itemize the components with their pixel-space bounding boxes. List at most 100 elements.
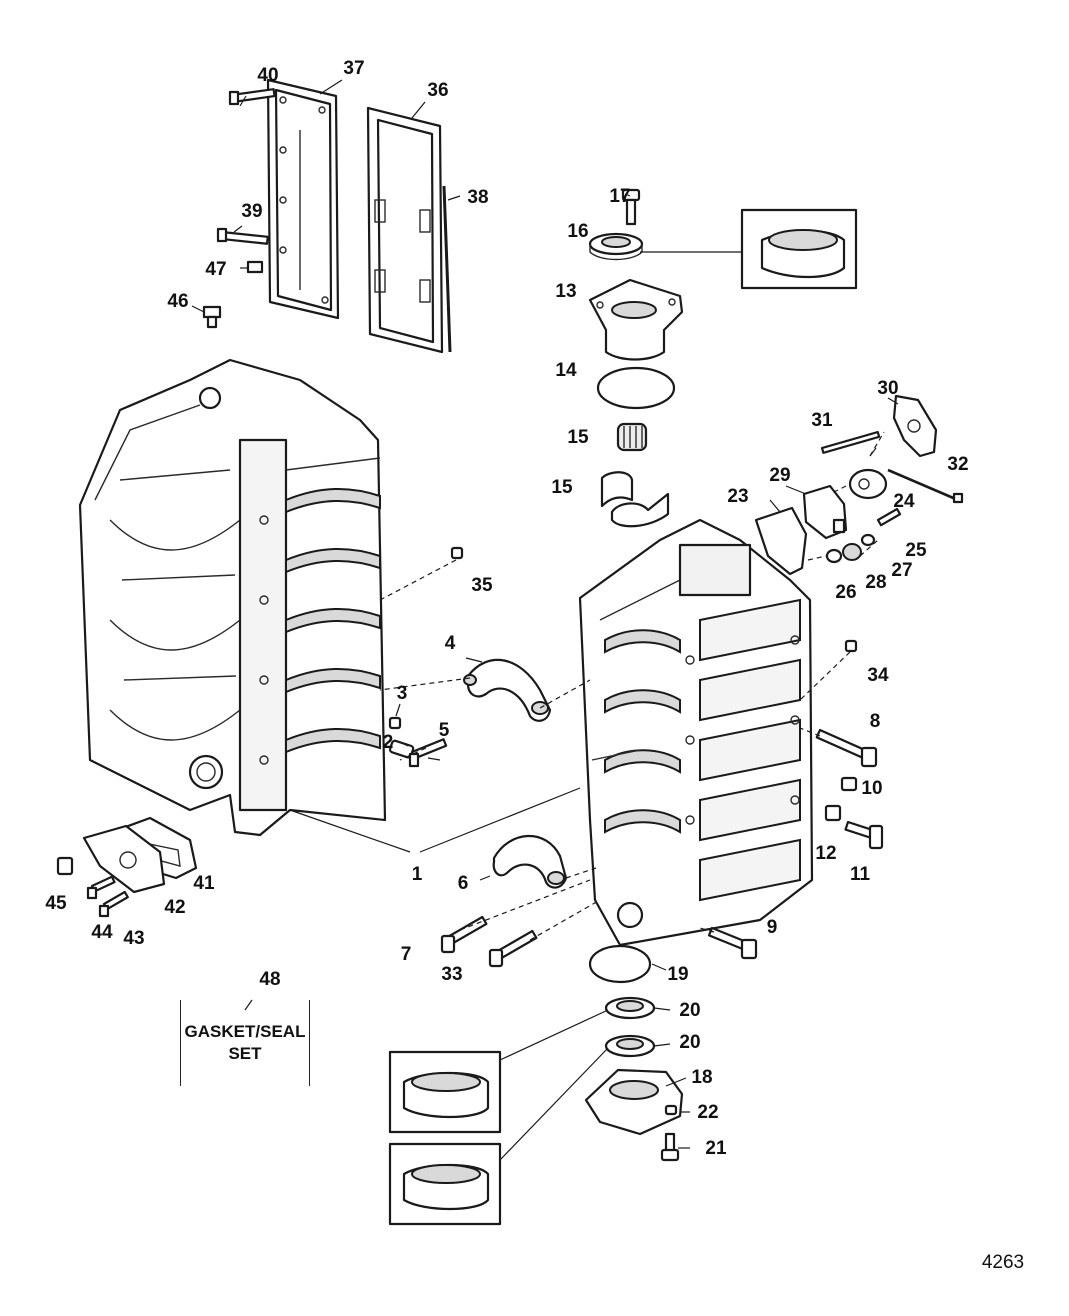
- callout-15a: 15: [567, 427, 589, 448]
- callout-19: 19: [667, 964, 688, 985]
- o-ring-19: [588, 944, 652, 984]
- seal-20-upper: [604, 996, 656, 1020]
- callout-4: 4: [445, 633, 456, 654]
- seal-20-lower: [604, 1034, 656, 1058]
- callout-36: 36: [427, 80, 448, 101]
- bolt-17: [621, 188, 641, 226]
- callout-45: 45: [45, 893, 67, 914]
- callout-8: 8: [870, 711, 881, 732]
- main-bearing-cap-6: [492, 834, 568, 889]
- callout-7: 7: [401, 944, 412, 965]
- callout-17: 17: [609, 186, 630, 207]
- bolt-7: [440, 915, 488, 954]
- seal-inset-lower-1: [388, 1050, 502, 1134]
- cable-32: [887, 468, 964, 504]
- callout-20a: 20: [679, 1000, 700, 1021]
- spring-28: [842, 543, 862, 561]
- cylinder-block-left-half: [78, 358, 387, 837]
- washer-27: [860, 533, 876, 547]
- callout-47: 47: [205, 259, 226, 280]
- callout-46: 46: [167, 291, 188, 312]
- callout-28: 28: [865, 572, 886, 593]
- screw-25: [876, 507, 902, 527]
- callout-27: 27: [891, 560, 912, 581]
- needle-bearing-15: [616, 422, 648, 452]
- callout-22: 22: [697, 1102, 718, 1123]
- screw-43: [98, 890, 129, 918]
- callout-labels: 1 2 3 4 5 6 7 8 9 10 11 12 13 14 15 15 1…: [45, 58, 1024, 1273]
- nut-12: [824, 804, 842, 822]
- dowel-pin-3: [388, 716, 402, 730]
- washer-22: [664, 1104, 678, 1116]
- bolt-40: [228, 88, 276, 106]
- kit-label-line1: GASKET/SEAL: [184, 1022, 306, 1041]
- bolt-31: [820, 430, 881, 454]
- callout-18: 18: [691, 1067, 712, 1088]
- bolt-33: [488, 929, 538, 968]
- bearing-housing-13: [588, 278, 684, 361]
- screw-21: [660, 1132, 680, 1162]
- callout-31: 31: [811, 410, 833, 431]
- callout-37: 37: [343, 58, 364, 79]
- dowel-34: [844, 639, 858, 653]
- callout-32: 32: [947, 454, 968, 475]
- screw-44: [86, 875, 116, 900]
- washer-47: [246, 260, 264, 274]
- callout-34: 34: [867, 665, 889, 686]
- callout-15b: 15: [551, 477, 573, 498]
- callout-24: 24: [893, 491, 915, 512]
- cover-30: [892, 394, 938, 458]
- callout-5: 5: [439, 720, 450, 741]
- bolt-39: [216, 227, 269, 245]
- callout-6: 6: [458, 873, 469, 894]
- plug-45: [56, 856, 74, 876]
- bolt-5: [408, 738, 448, 768]
- gasket-seal-set-label: GASKET/SEAL SET: [180, 1000, 310, 1086]
- callout-21: 21: [705, 1138, 727, 1159]
- bolt-9: [707, 926, 758, 960]
- callout-43: 43: [123, 928, 144, 949]
- callout-16: 16: [567, 221, 588, 242]
- exhaust-gasket: [366, 106, 444, 354]
- callout-12: 12: [815, 843, 836, 864]
- seal-strip: [442, 185, 452, 353]
- callout-14: 14: [555, 360, 577, 381]
- callout-35: 35: [471, 575, 493, 596]
- callout-41: 41: [193, 873, 215, 894]
- leader-lines: [191, 79, 899, 1161]
- kit-label-line2: SET: [228, 1044, 262, 1063]
- callout-20b: 20: [679, 1032, 700, 1053]
- gasket-23: [754, 506, 808, 576]
- callout-33: 33: [441, 964, 462, 985]
- callout-29: 29: [769, 465, 790, 486]
- plug-46: [202, 305, 222, 329]
- callout-44: 44: [91, 922, 113, 943]
- o-ring-14: [596, 366, 676, 410]
- seal-inset-top: [740, 208, 858, 290]
- callout-42: 42: [164, 897, 185, 918]
- main-bearing-cap-4: [463, 658, 552, 722]
- dowel-35: [450, 546, 464, 560]
- seal-inset-lower-2: [388, 1142, 502, 1226]
- washer-26: [825, 548, 843, 564]
- exhaust-cover-plate: [266, 78, 340, 320]
- callout-3: 3: [397, 683, 408, 704]
- callout-48: 48: [259, 969, 280, 990]
- bolt-11: [844, 820, 884, 850]
- seal-16: [588, 232, 644, 261]
- callout-2: 2: [383, 732, 394, 753]
- thermostat-housing-29: [802, 484, 848, 540]
- callout-39: 39: [241, 201, 262, 222]
- callout-23: 23: [727, 486, 748, 507]
- bearing-race-15: [600, 471, 670, 528]
- callout-11: 11: [850, 864, 871, 885]
- callout-10: 10: [861, 778, 882, 799]
- figure-number: 4263: [982, 1252, 1024, 1273]
- callout-9: 9: [767, 917, 778, 938]
- cylinder-block-right-half: [578, 518, 814, 947]
- callout-13: 13: [555, 281, 576, 302]
- callout-26: 26: [835, 582, 856, 603]
- callout-1: 1: [412, 864, 423, 885]
- dashed-assembly-lines: [379, 431, 885, 941]
